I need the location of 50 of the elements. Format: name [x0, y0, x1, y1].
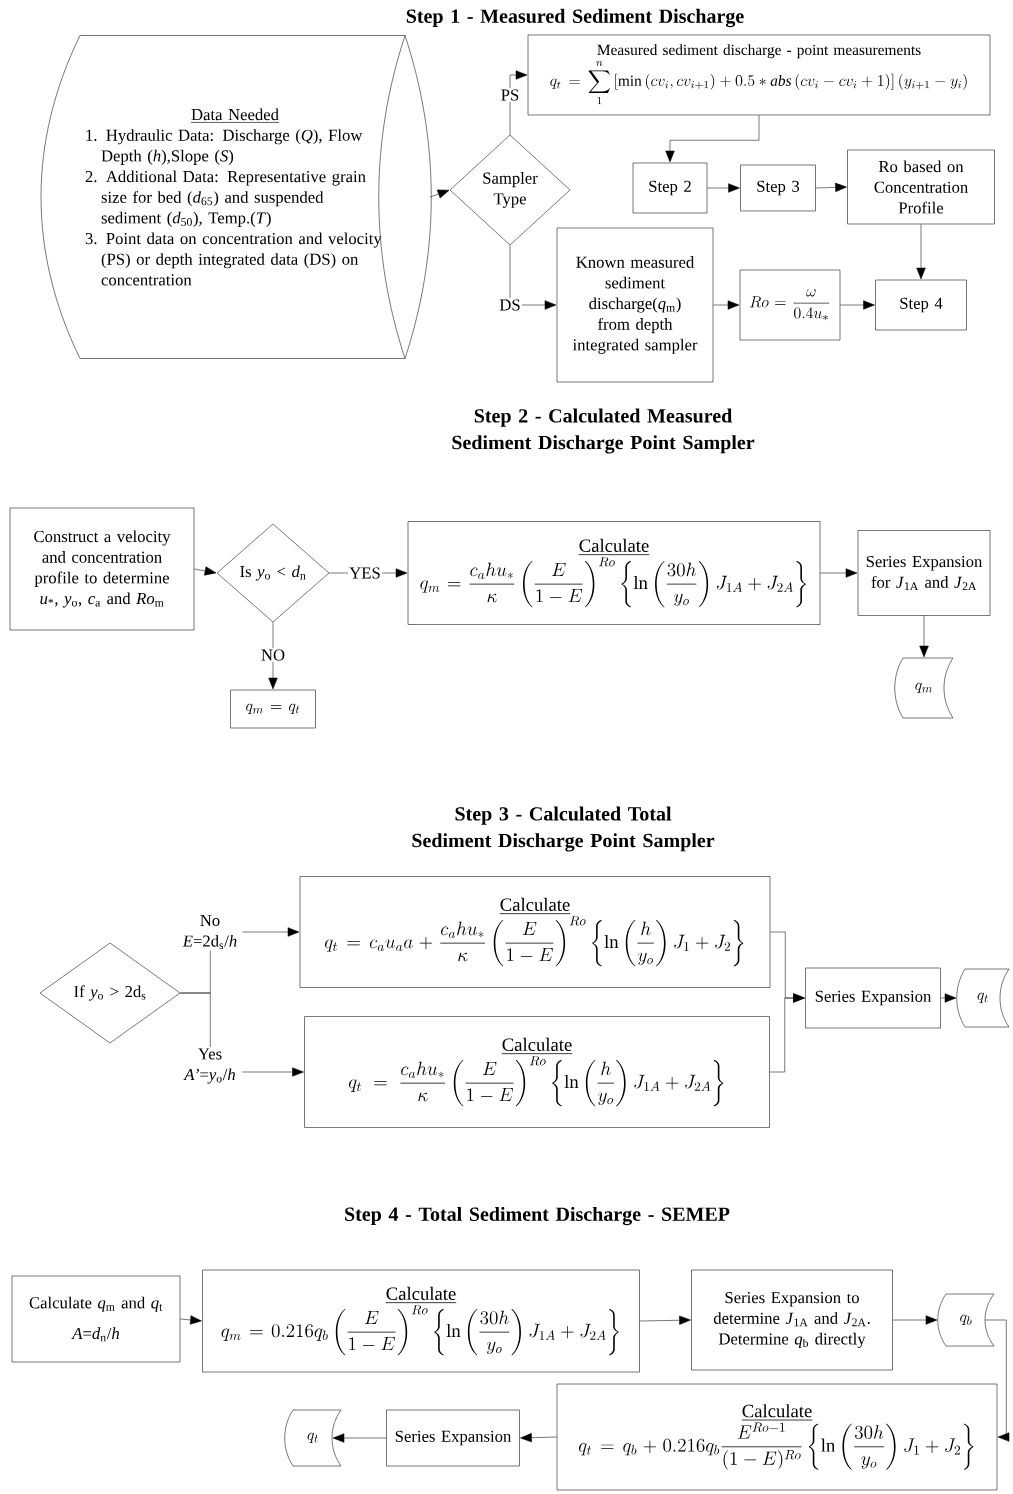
arrow — [916, 224, 926, 280]
process-box: Step 4 — [875, 279, 967, 331]
arrow — [520, 1433, 557, 1443]
arrow — [268, 622, 278, 690]
edge-label: NO — [259, 648, 287, 662]
process-box: Construct a velocity and concentration profile to determine u$_{*}$, y$_{o}$, c$_{a}$ and Ro$_{m}$ — [9, 507, 195, 631]
arrow — [769, 993, 805, 1073]
edge-label: DS — [498, 298, 522, 312]
arrow — [985, 1319, 1010, 1442]
edge-label: YES — [347, 566, 383, 580]
arrow — [815, 182, 847, 192]
arrow — [639, 1315, 691, 1325]
formula-box: Calculate $q_t=\frac{c_a h u_*}{\kappa}\left(\frac{E}{1-E}\right)^{Ro}\left\{\ln\left(\frac{h}{y_o}\right)J_{1A}+J_{2A}\right\}$ — [304, 1016, 770, 1128]
formula-box: Calculate $q_t=c_a u_a a+\frac{c_a h u_*}{\kappa}\left(\frac{E}{1-E}\right)^{Ro}\left\{\ln\left(\frac{h}{y_o}\right)J_1+J_2\right\}$ — [299, 876, 771, 988]
formula-box: $q_m=q_t$ — [230, 689, 316, 729]
arrow — [707, 183, 740, 193]
process-box: Calculate q$_{m}$ and q$_{t}$ A=d$_{n}$/h — [11, 1275, 181, 1363]
arrow — [820, 568, 858, 578]
process-box: Series Expansion — [386, 1409, 520, 1467]
formula-box: Calculate $q_t=q_b+0.216q_b\frac{E^{Ro-1}}{(1-E)^{Ro}}\left\{\ln\left(\frac{30h}{y_o}\right)J_1+J_2\right\}$ — [556, 1383, 998, 1491]
arrow — [940, 993, 957, 1003]
process-box: Series Expansion — [805, 967, 941, 1029]
process-box: Series Expansion to determine J$_{1A}$ and J$_{2A}$. Determine q$_{b}$ directly — [691, 1269, 893, 1371]
formula-box: Calculate $q_m=\frac{c_a h u_*}{\kappa}\left(\frac{E}{1-E}\right)^{Ro}\left\{\ln\left(\frac{30h}{y_o}\right)J_{1A}+J_{2A}\right\}$ — [407, 521, 821, 625]
arrow — [332, 1433, 387, 1443]
edge-label: Yes A’=y$_{o}$/h — [177, 1047, 243, 1085]
arrow — [430, 189, 450, 199]
section-title: Step 1 - Measured Sediment Discharge — [406, 8, 744, 28]
arrow — [509, 245, 557, 310]
arrow — [194, 566, 217, 576]
section-title: Step 3 - Calculated Total Sediment Discharge Point Sampler — [412, 806, 715, 852]
arrow — [665, 115, 760, 163]
arrow — [840, 300, 875, 310]
formula-box: Measured sediment discharge - point measurements $q_t=\sum\limits_{1}^{n}\left[\min\left(cv_i,cv_{i+1}\right)+0.5*\mathit{abs}\left(cv_i-cv_i+1\right)\right]\left(y_{i+1}-y_i\right)$ — [527, 34, 991, 116]
section-title: Step 2 - Calculated Measured Sediment Discharge Point Sampler — [452, 408, 755, 454]
section-title: Step 4 - Total Sediment Discharge - SEMEP — [345, 1206, 730, 1226]
process-box: Step 2 — [632, 162, 708, 214]
arrow — [509, 70, 528, 135]
arrow — [919, 615, 929, 658]
arrow — [892, 1315, 938, 1325]
formula-box: Calculate $q_m=0.216q_b\left(\frac{E}{1-E}\right)^{Ro}\left\{\ln\left(\frac{30h}{y_o}\right)J_{1A}+J_{2A}\right\}$ — [202, 1269, 640, 1373]
formula-box: $Ro=\frac{\omega}{0.4u_*}$ — [739, 269, 841, 341]
process-box: Ro based on Concentration Profile — [847, 149, 995, 225]
arrow — [713, 300, 740, 310]
process-box: Known measured sediment discharge(q$_{m}$) from depth integrated sampler — [556, 227, 714, 383]
process-box: Series Expansion for J$_{1A}$ and J$_{2A}$ — [857, 530, 991, 616]
process-box: Step 3 — [740, 164, 816, 212]
arrow — [180, 1315, 202, 1325]
edge-label: PS — [499, 88, 521, 102]
edge-label: No E=2d$_{s}$/h — [177, 913, 243, 951]
